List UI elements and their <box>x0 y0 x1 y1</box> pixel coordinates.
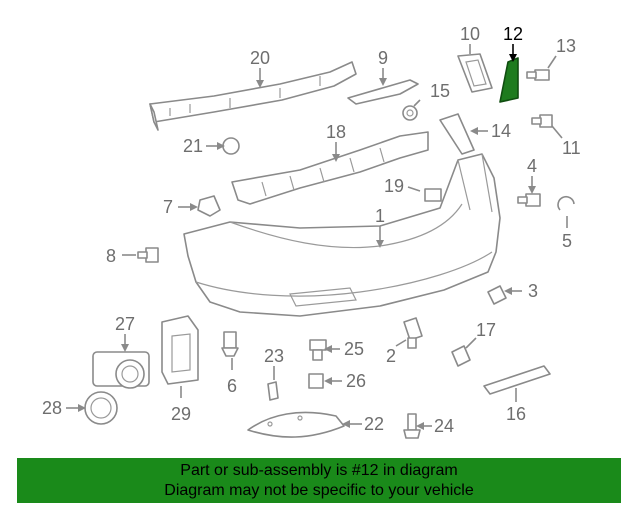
callout-14: 14 <box>491 121 511 141</box>
callout-6: 6 <box>227 376 237 396</box>
part-2-bolt <box>403 317 423 349</box>
banner-line-disclaimer: Diagram may not be specific to your vehi… <box>164 482 474 499</box>
part-7-fastener <box>197 195 221 217</box>
callout-9: 9 <box>378 48 388 68</box>
callout-2: 2 <box>386 346 396 366</box>
part-16-strip <box>483 365 551 395</box>
part-15-nut <box>402 105 418 121</box>
callout-1: 1 <box>375 206 385 226</box>
leader-2 <box>395 339 407 347</box>
part-13-bolt <box>526 69 550 81</box>
callout-18: 18 <box>326 122 346 142</box>
info-banner: Part or sub-assembly is #12 in diagram D… <box>17 458 621 503</box>
callout-29: 29 <box>171 404 191 424</box>
callout-17: 17 <box>476 320 496 340</box>
callout-4: 4 <box>527 156 537 176</box>
part-14-bracket <box>439 113 475 155</box>
callout-25: 25 <box>344 339 364 359</box>
leader-17 <box>465 337 477 349</box>
callout-3: 3 <box>528 281 538 301</box>
part-10-retainer <box>457 53 493 93</box>
callout-15: 15 <box>430 81 450 101</box>
callout-16: 16 <box>506 404 526 424</box>
callout-28: 28 <box>42 398 62 418</box>
leader-15 <box>413 99 421 107</box>
part-19-pad <box>424 188 442 202</box>
part-22-cover <box>247 411 345 438</box>
callout-19: 19 <box>384 176 404 196</box>
part-12-retainer-highlighted <box>499 57 519 103</box>
part-29-bracket <box>161 315 199 385</box>
part-6-clip <box>221 331 239 357</box>
callout-23: 23 <box>264 346 284 366</box>
part-1-bumper-cover <box>183 153 501 317</box>
part-4-bolt <box>517 193 541 207</box>
callout-7: 7 <box>163 197 173 217</box>
part-9-bracket <box>347 79 419 105</box>
callout-21: 21 <box>183 136 203 156</box>
part-11-bolt <box>531 114 553 128</box>
callout-24: 24 <box>434 416 454 436</box>
parts-diagram: 20 9 15 10 12 13 14 11 <box>42 24 581 439</box>
leader-19 <box>407 186 421 192</box>
callout-13: 13 <box>556 36 576 56</box>
part-17-clip <box>451 345 471 367</box>
part-25-screw <box>309 339 327 361</box>
callout-12: 12 <box>503 24 523 44</box>
part-18-absorber <box>231 131 429 205</box>
part-5-clip <box>557 195 575 211</box>
callout-27: 27 <box>115 314 135 334</box>
callout-20: 20 <box>250 48 270 68</box>
callout-10: 10 <box>460 24 480 44</box>
part-26-clip <box>308 373 324 389</box>
banner-line-part: Part or sub-assembly is #12 in diagram <box>180 462 458 479</box>
part-20-reinforcement <box>149 61 357 131</box>
part-8-bolt <box>137 247 159 263</box>
part-27-sensor <box>92 351 150 389</box>
callout-11: 11 <box>562 138 581 158</box>
callout-8: 8 <box>106 246 116 266</box>
leader-13 <box>547 55 557 69</box>
part-3-bolt <box>487 285 507 305</box>
callout-26: 26 <box>346 371 366 391</box>
callout-22: 22 <box>364 414 384 434</box>
part-28-ring <box>84 391 118 425</box>
part-23-clip <box>267 381 279 401</box>
callout-5: 5 <box>562 231 572 251</box>
leader-11 <box>551 125 563 139</box>
part-21-clip <box>222 137 240 155</box>
part-24-clip <box>403 413 421 439</box>
